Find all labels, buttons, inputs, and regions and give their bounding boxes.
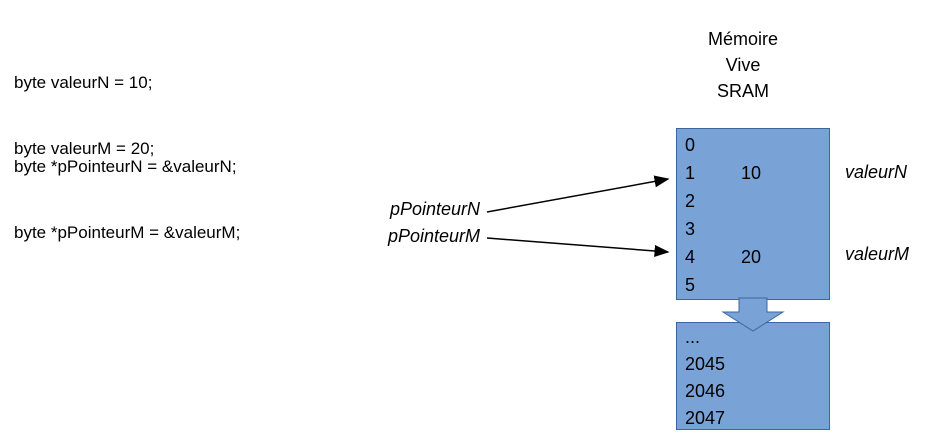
label-pPointeurM: pPointeurM [387,226,480,246]
memory-box-high-addresses: ... 2045 2046 2047 [676,322,830,430]
label-valeurM: valeurM [845,244,910,264]
memory-cell: 3 [677,215,829,243]
code-line: byte valeurN = 10; [14,73,153,92]
memory-address: 2045 [685,354,726,374]
memory-cell: 1 10 [677,159,829,187]
memory-cell: 2046 [677,378,829,405]
memory-cell: ... [677,324,829,351]
memory-cell: 2045 [677,351,829,378]
pointer-arrow-n [486,175,670,213]
memory-address: 2 [685,191,696,211]
label-valeurN: valeurN [845,162,908,182]
memory-address: 4 [685,247,696,267]
code-line: byte *pPointeurM = &valeurM; [14,223,241,242]
label-pPointeurN: pPointeurN [389,199,480,219]
memory-title: Mémoire Vive SRAM [655,26,831,104]
pointer-arrow-m [486,237,670,257]
memory-value: 10 [741,163,762,183]
memory-cell: 5 [677,271,829,299]
memory-address: ... [685,327,701,347]
memory-address: 2046 [685,381,726,401]
memory-address: 3 [685,219,696,239]
memory-address: 1 [685,163,696,183]
memory-address: 5 [685,275,696,295]
memory-title-line: SRAM [716,81,769,101]
memory-cell: 2047 [677,405,829,432]
memory-cell: 4 20 [677,243,829,271]
memory-value: 20 [741,247,762,267]
memory-address: 0 [685,135,696,155]
code-line: byte *pPointeurN = &valeurN; [14,157,237,176]
memory-address: 2047 [685,408,726,428]
code-line: byte valeurM = 20; [14,139,155,158]
code-pointer-declarations: byte *pPointeurN = &valeurN; byte *pPoin… [14,112,240,288]
memory-cell: 2 [677,187,829,215]
memory-cell: 0 [677,131,829,159]
memory-box-low-addresses: 0 1 10 2 3 4 20 5 [676,128,830,300]
memory-title-line: Vive [725,55,761,75]
code-declarations: byte valeurN = 10; byte valeurM = 20; [14,28,154,204]
memory-title-line: Mémoire [707,29,778,49]
